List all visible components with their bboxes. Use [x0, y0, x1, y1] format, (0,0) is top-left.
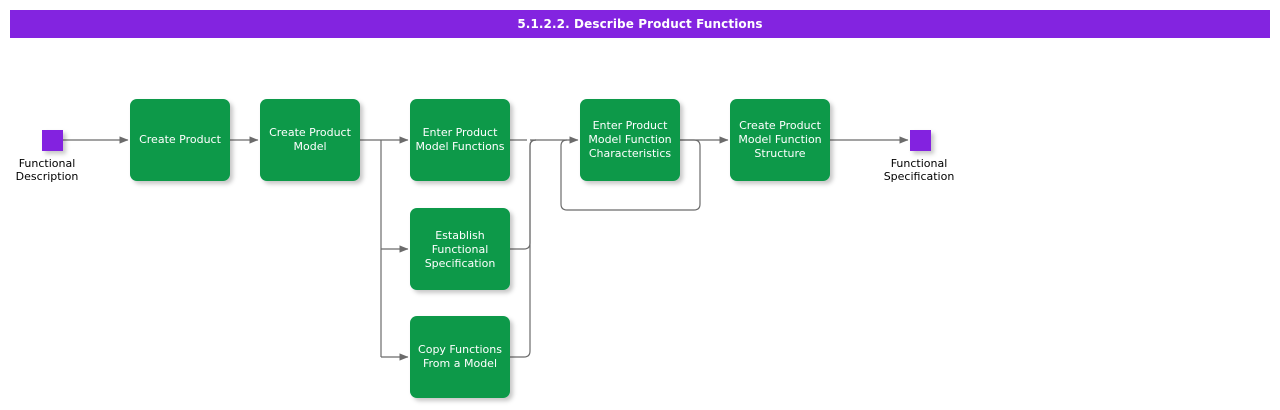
node-establish-functional-specification-box[interactable] — [410, 208, 510, 290]
node-structure-label-2: Model Function — [738, 133, 821, 146]
start-node[interactable]: Functional Description — [16, 130, 79, 183]
node-create-product-model-function-structure[interactable]: Create Product Model Function Structure — [730, 99, 830, 181]
node-establish-functional-specification-label-3: Specification — [425, 257, 496, 270]
node-structure-label-3: Structure — [754, 147, 805, 160]
connector-copy-functions-to-merge — [510, 139, 537, 358]
node-enter-product-model-function-characteristics-box[interactable] — [580, 99, 680, 181]
connector-establish-spec-to-merge — [510, 139, 537, 250]
node-enter-product-model-function-characteristics[interactable]: Enter Product Model Function Characteris… — [580, 99, 680, 181]
node-create-product-model[interactable]: Create Product Model — [260, 99, 360, 181]
functional-specification-label-line2: Specification — [884, 170, 955, 183]
functional-description-marker[interactable] — [42, 130, 63, 151]
node-establish-functional-specification[interactable]: Establish Functional Specification — [410, 208, 510, 290]
node-create-product-model-box[interactable] — [260, 99, 360, 181]
node-establish-functional-specification-label-1: Establish — [435, 229, 485, 242]
connectors — [63, 136, 909, 361]
functional-description-label-line1: Functional — [19, 157, 76, 170]
node-enter-product-model-functions-label-1: Enter Product — [423, 126, 498, 139]
functional-specification-marker[interactable] — [910, 130, 931, 151]
functional-description-label-line2: Description — [16, 170, 79, 183]
page-title-bar: 5.1.2.2. Describe Product Functions — [10, 10, 1270, 38]
connector-characteristics-loopback — [560, 139, 701, 211]
node-create-product-model-label-2: Model — [293, 140, 326, 153]
node-characteristics-label-3: Characteristics — [589, 147, 672, 160]
page-title: 5.1.2.2. Describe Product Functions — [517, 17, 763, 31]
node-copy-functions-from-a-model-label-1: Copy Functions — [418, 343, 502, 356]
node-copy-functions-from-a-model-box[interactable] — [410, 316, 510, 398]
node-enter-product-model-functions-label-2: Model Functions — [415, 140, 504, 153]
node-copy-functions-from-a-model[interactable]: Copy Functions From a Model — [410, 316, 510, 398]
node-create-product-box[interactable] — [130, 99, 230, 181]
node-create-product-model-label-1: Create Product — [269, 126, 351, 139]
node-create-product[interactable]: Create Product — [130, 99, 230, 181]
node-create-product-model-function-structure-box[interactable] — [730, 99, 830, 181]
node-enter-product-model-functions-box[interactable] — [410, 99, 510, 181]
node-establish-functional-specification-label-2: Functional — [432, 243, 489, 256]
node-enter-product-model-functions[interactable]: Enter Product Model Functions — [410, 99, 510, 181]
end-node[interactable]: Functional Specification — [884, 130, 955, 183]
node-characteristics-label-2: Model Function — [588, 133, 671, 146]
node-structure-label-1: Create Product — [739, 119, 821, 132]
node-copy-functions-from-a-model-label-2: From a Model — [423, 357, 497, 370]
functional-specification-label-line1: Functional — [891, 157, 948, 170]
node-create-product-label-1: Create Product — [139, 133, 221, 146]
node-characteristics-label-1: Enter Product — [593, 119, 668, 132]
